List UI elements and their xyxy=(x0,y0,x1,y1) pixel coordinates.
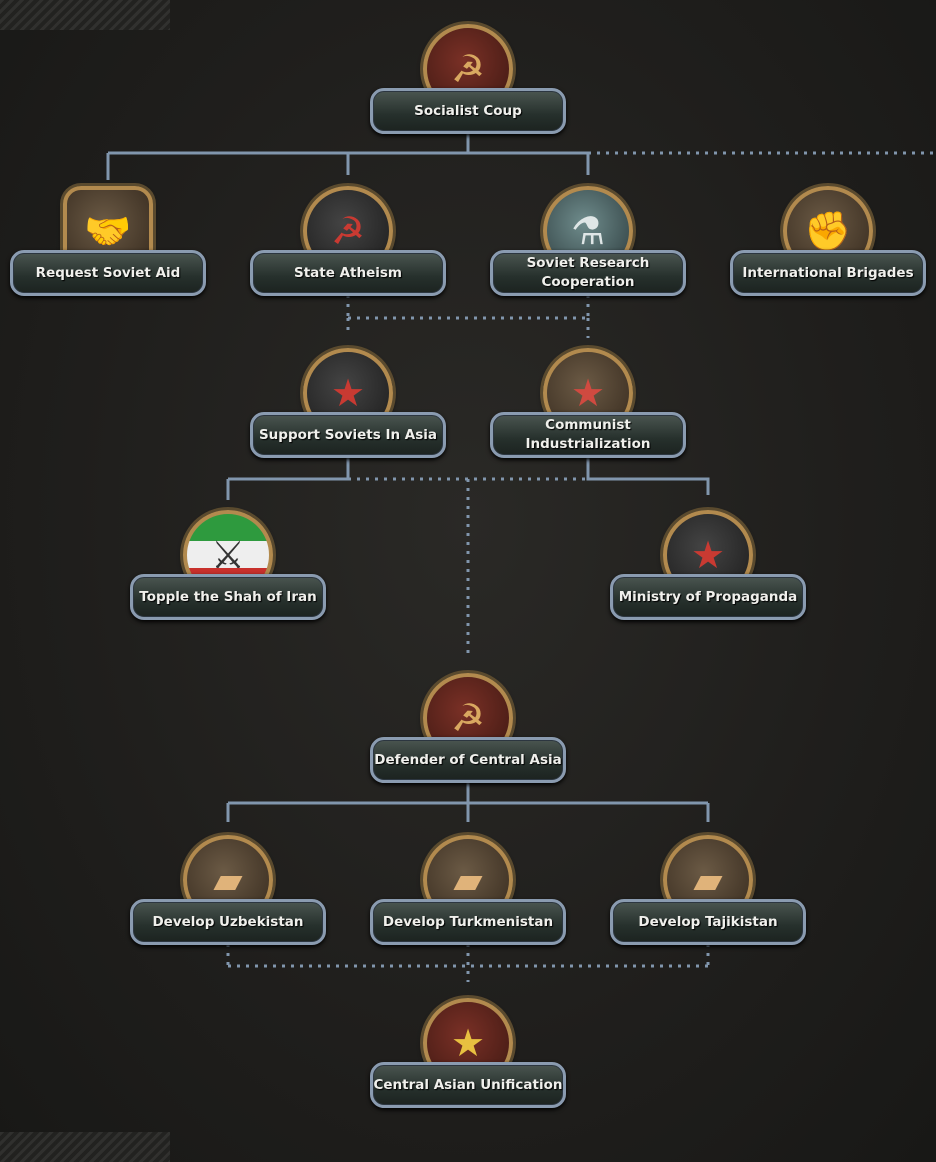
dotted-link xyxy=(346,295,590,338)
focus-state-atheism[interactable]: ☭ State Atheism xyxy=(250,186,446,296)
dotted-link xyxy=(348,477,588,655)
focus-label: Develop Turkmenistan xyxy=(370,899,566,945)
focus-label: International Brigades xyxy=(730,250,926,296)
focus-develop-tajikistan[interactable]: ▰ Develop Tajikistan xyxy=(610,835,806,945)
focus-label: Request Soviet Aid xyxy=(10,250,206,296)
focus-label: Soviet Research Cooperation xyxy=(490,250,686,296)
focus-label: Defender of Central Asia xyxy=(370,737,566,783)
focus-label: Support Soviets In Asia xyxy=(250,412,446,458)
focus-label: State Atheism xyxy=(250,250,446,296)
focus-label: Communist Industrialization xyxy=(490,412,686,458)
corner-decoration xyxy=(0,1132,170,1162)
focus-international-brigades[interactable]: ✊ International Brigades xyxy=(730,186,926,296)
focus-socialist-coup[interactable]: ☭ Socialist Coup xyxy=(370,24,566,134)
focus-ministry-of-propaganda[interactable]: ★ Ministry of Propaganda xyxy=(610,510,806,620)
focus-label: Develop Uzbekistan xyxy=(130,899,326,945)
solid-link xyxy=(226,457,710,500)
focus-label: Ministry of Propaganda xyxy=(610,574,806,620)
focus-support-soviets-in-asia[interactable]: ★ Support Soviets In Asia xyxy=(250,348,446,458)
corner-decoration xyxy=(0,0,170,30)
dotted-link xyxy=(226,944,710,982)
solid-link xyxy=(226,782,710,822)
focus-topple-the-shah[interactable]: ⚔ Topple the Shah of Iran xyxy=(130,510,326,620)
focus-label: Develop Tajikistan xyxy=(610,899,806,945)
focus-request-soviet-aid[interactable]: 🤝 Request Soviet Aid xyxy=(10,186,206,296)
focus-communist-industrialization[interactable]: ★ Communist Industrialization xyxy=(490,348,686,458)
focus-develop-turkmenistan[interactable]: ▰ Develop Turkmenistan xyxy=(370,835,566,945)
solid-link xyxy=(106,133,590,180)
focus-develop-uzbekistan[interactable]: ▰ Develop Uzbekistan xyxy=(130,835,326,945)
focus-defender-of-central-asia[interactable]: ☭ Defender of Central Asia xyxy=(370,673,566,783)
focus-label: Central Asian Unification xyxy=(370,1062,566,1108)
focus-central-asian-unification[interactable]: ★ Central Asian Unification xyxy=(370,998,566,1108)
focus-label: Socialist Coup xyxy=(370,88,566,134)
focus-label: Topple the Shah of Iran xyxy=(130,574,326,620)
focus-soviet-research-cooperation[interactable]: ⚗ Soviet Research Cooperation xyxy=(490,186,686,296)
